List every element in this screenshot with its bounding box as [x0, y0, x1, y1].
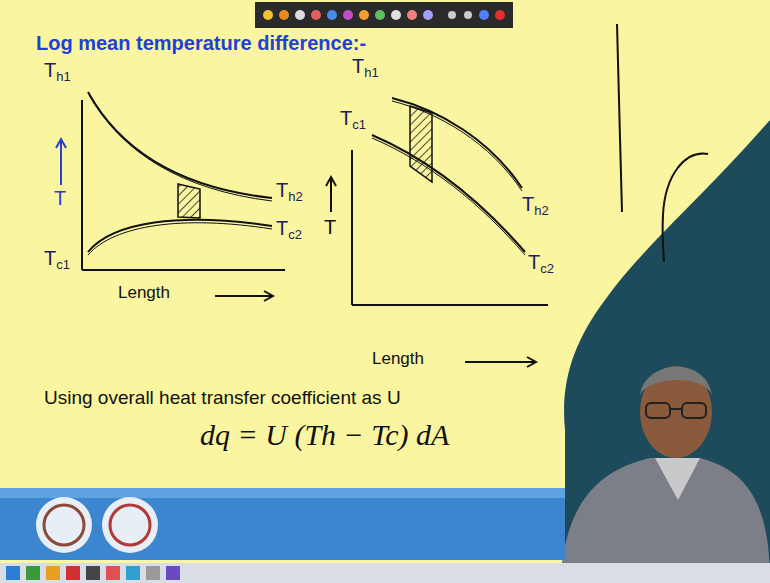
temperature-label: Tc2: [528, 252, 554, 275]
temperature-label: Th2: [522, 194, 549, 217]
axis-label: T: [324, 216, 336, 238]
institute-logos: [36, 497, 158, 553]
temperature-label: Tc1: [340, 108, 366, 131]
presenter: [560, 366, 770, 583]
taskbar: [0, 563, 770, 583]
parallel-flow-graph: [82, 92, 285, 301]
axis-arrow: [56, 139, 66, 185]
handwritten-strokes: [617, 24, 708, 262]
axis-label: Length: [372, 350, 424, 369]
equation: dq = U (Th − Tc) dA: [200, 418, 449, 451]
body-text: Using overall heat transfer coefficient …: [44, 388, 401, 409]
axis-label: T: [54, 187, 66, 209]
footer-band: [0, 488, 565, 560]
temperature-label: Th1: [44, 60, 71, 83]
temperature-label: Th2: [276, 180, 303, 203]
temperature-label: Tc1: [44, 248, 70, 271]
toolbar: [255, 2, 513, 28]
toolbar-icons: [263, 10, 505, 20]
taskbar-icons: [6, 566, 180, 580]
slide-title: Log mean temperature difference:-: [36, 32, 366, 54]
temperature-label: Tc2: [276, 218, 302, 241]
axis-label: Length: [118, 284, 170, 303]
footer-band: [0, 488, 565, 498]
temperature-label: Th1: [352, 56, 379, 79]
counter-flow-graph: [326, 98, 548, 367]
